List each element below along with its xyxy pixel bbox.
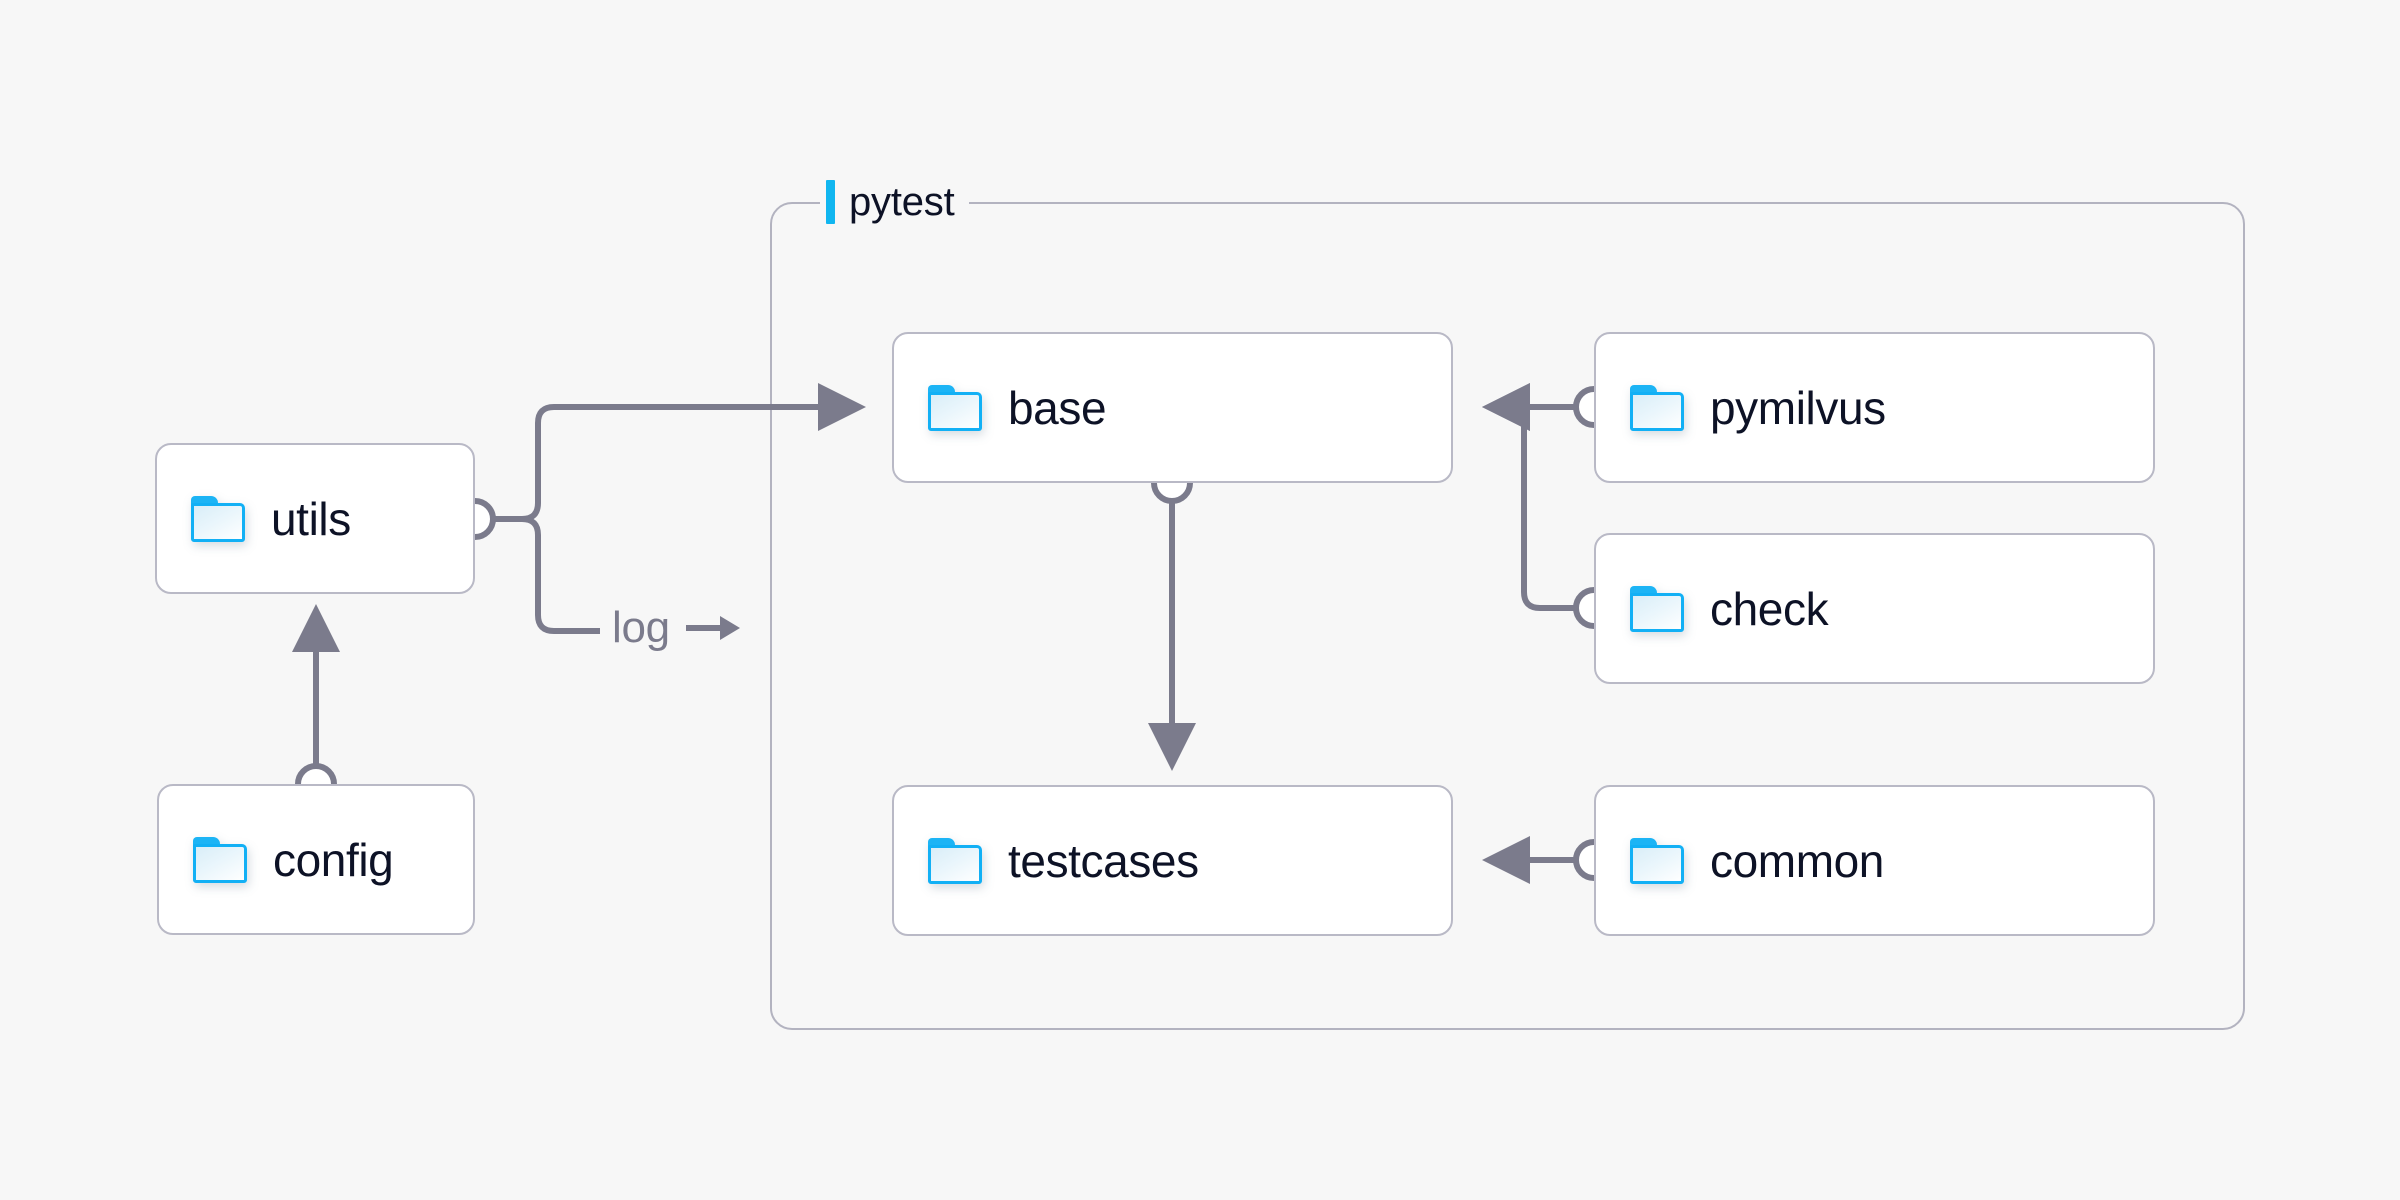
folder-tab <box>1630 837 1657 849</box>
node-check[interactable]: check <box>1594 533 2155 684</box>
node-base[interactable]: base <box>892 332 1453 483</box>
node-content: config <box>159 833 394 886</box>
node-config[interactable]: config <box>157 784 475 935</box>
group-accent-bar <box>826 180 835 224</box>
folder-icon <box>193 836 247 883</box>
node-content: common <box>1596 834 1884 887</box>
group-label-text: pytest <box>849 180 955 224</box>
folder-icon <box>1630 384 1684 431</box>
node-content: pymilvus <box>1596 381 1886 434</box>
folder-body <box>193 843 247 883</box>
folder-tab <box>1630 585 1657 597</box>
node-label: pymilvus <box>1710 381 1886 434</box>
folder-tab <box>928 384 955 396</box>
folder-body <box>928 844 982 884</box>
node-label: common <box>1710 834 1884 887</box>
folder-body <box>1630 844 1684 884</box>
node-utils[interactable]: utils <box>155 443 475 594</box>
edge-label-log: log <box>604 604 748 652</box>
node-common[interactable]: common <box>1594 785 2155 936</box>
folder-icon <box>1630 837 1684 884</box>
node-content: testcases <box>894 834 1199 887</box>
node-content: utils <box>157 492 351 545</box>
folder-body <box>191 502 245 542</box>
folder-body <box>928 391 982 431</box>
folder-tab <box>1630 384 1657 396</box>
folder-body <box>1630 592 1684 632</box>
node-content: check <box>1596 582 1829 635</box>
group-label-pytest: pytest <box>820 178 969 226</box>
folder-tab <box>193 836 220 848</box>
node-content: base <box>894 381 1107 434</box>
folder-icon <box>1630 585 1684 632</box>
node-pymilvus[interactable]: pymilvus <box>1594 332 2155 483</box>
node-testcases[interactable]: testcases <box>892 785 1453 936</box>
folder-body <box>1630 391 1684 431</box>
folder-icon <box>928 384 982 431</box>
node-label: utils <box>271 492 351 545</box>
folder-tab <box>191 495 218 507</box>
node-label: check <box>1710 582 1829 635</box>
group-container-pytest[interactable] <box>770 202 2245 1030</box>
edge-label-log-text: log <box>612 603 670 652</box>
edge-config-to-utils <box>292 604 340 805</box>
folder-icon <box>928 837 982 884</box>
node-label: config <box>273 833 394 886</box>
arrow-right-icon <box>685 616 740 640</box>
node-label: testcases <box>1008 834 1199 887</box>
edge-utils-log <box>493 516 600 634</box>
folder-tab <box>928 837 955 849</box>
node-label: base <box>1008 381 1107 434</box>
folder-icon <box>191 495 245 542</box>
